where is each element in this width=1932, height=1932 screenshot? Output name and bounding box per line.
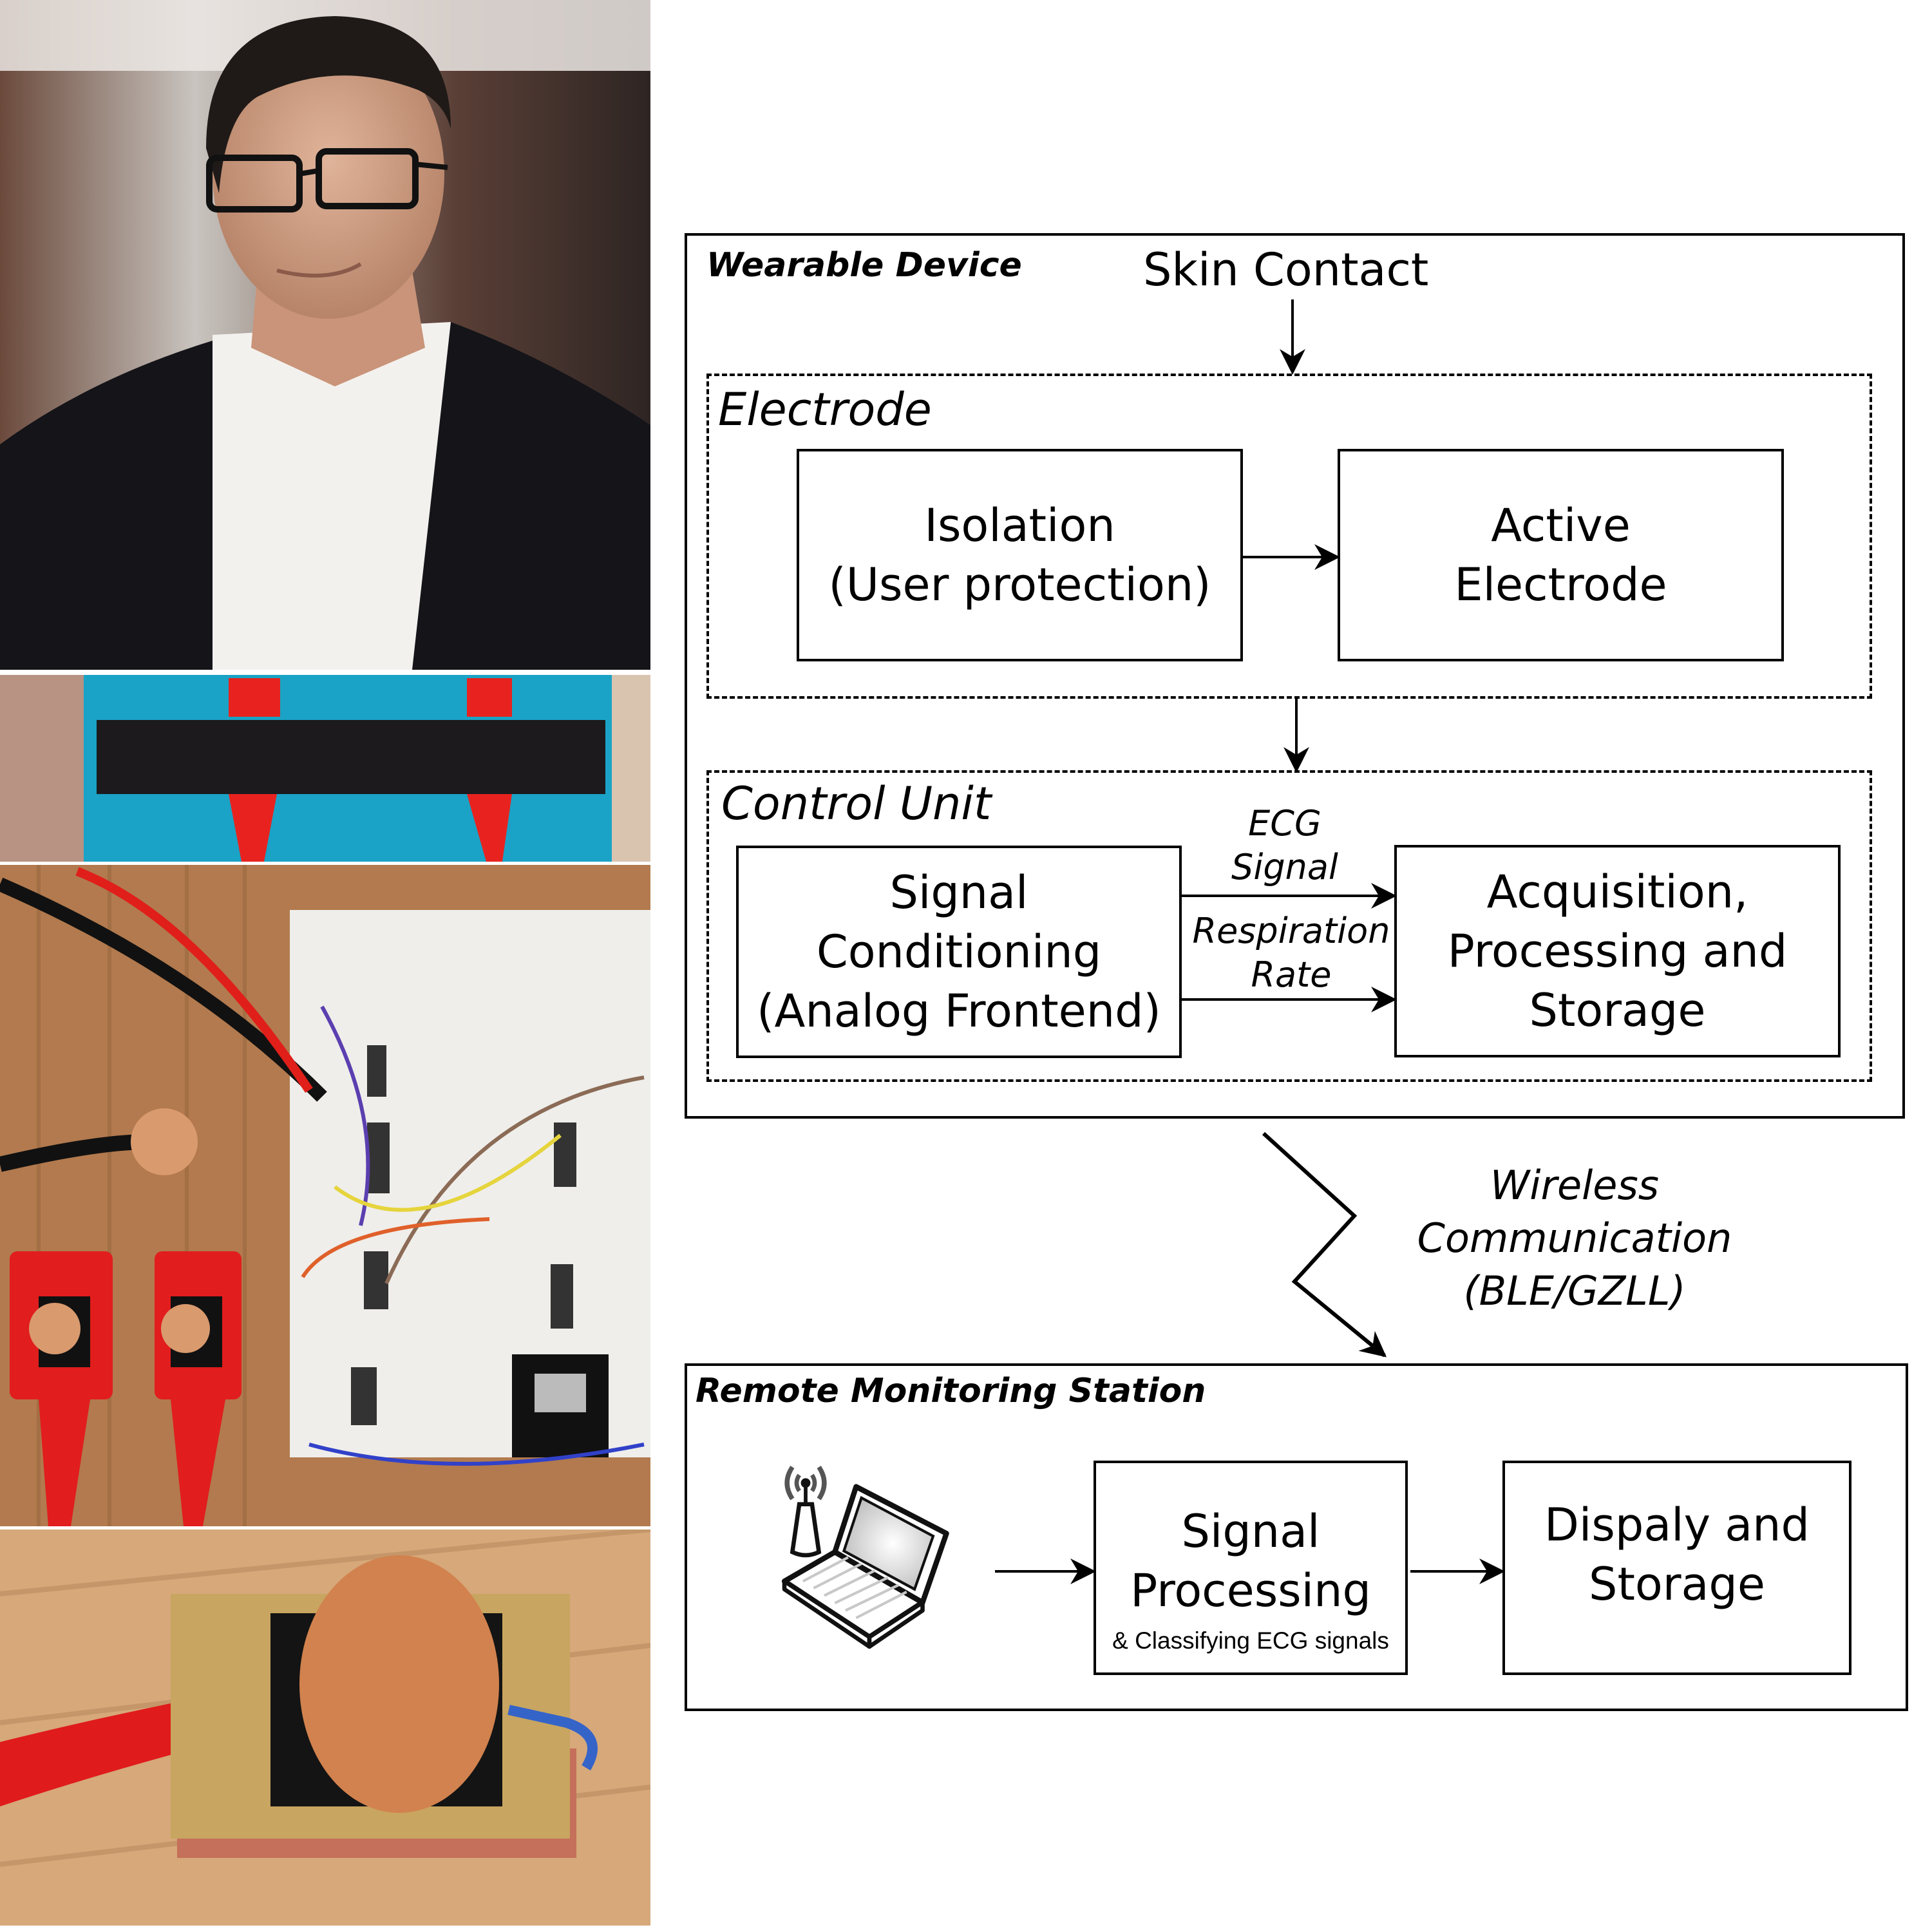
respiration-rate-line-2: Rate: [1251, 954, 1332, 995]
remote-monitoring-title: Remote Monitoring Station: [696, 1372, 1206, 1410]
active-electrode-line-2: Electrode: [1454, 558, 1667, 611]
isolation-block: Isolation (User protection): [797, 449, 1243, 661]
acquisition-line-1: Acquisition,: [1486, 866, 1748, 918]
wireless-link-arrow: [1262, 1132, 1387, 1358]
electrode-group-title: Electrode: [718, 383, 932, 436]
ecg-signal-label: ECG Signal: [1211, 802, 1359, 889]
display-storage-line-2: Storage: [1589, 1558, 1765, 1611]
signal-processing-line-1: Signal: [1181, 1505, 1320, 1558]
active-electrode-photo: [0, 1530, 650, 1926]
acquisition-line-3: Storage: [1529, 984, 1706, 1037]
portrait-photo: [0, 0, 650, 670]
signal-processing-line-2: Processing: [1130, 1564, 1371, 1617]
wireless-communication-label: Wireless Communication (BLE/GZLL): [1391, 1159, 1758, 1318]
control-unit-title: Control Unit: [721, 777, 992, 830]
chest-strap-photo: [0, 675, 650, 862]
acquisition-line-2: Processing and: [1447, 925, 1788, 978]
electrode-group: [706, 374, 1872, 699]
signal-processing-block: Signal Processing & Classifying ECG sign…: [1094, 1461, 1408, 1675]
respiration-rate-line-1: Respiration: [1192, 911, 1390, 951]
display-storage-block: Dispaly and Storage: [1502, 1461, 1852, 1675]
active-electrode-block: Active Electrode: [1338, 449, 1784, 661]
ecg-signal-line-2: Signal: [1231, 847, 1338, 887]
laptop-with-antenna-icon: [763, 1433, 976, 1671]
active-electrode-line-1: Active: [1491, 499, 1631, 552]
wireless-line-3: (BLE/GZLL): [1463, 1267, 1686, 1314]
signal-conditioning-block: Signal Conditioning (Analog Frontend): [736, 846, 1182, 1058]
remote-monitoring-group: [685, 1363, 1908, 1711]
display-storage-line-1: Dispaly and: [1544, 1499, 1810, 1551]
classifying-ecg-note: & Classifying ECG signals: [1112, 1627, 1389, 1654]
wireless-line-1: Wireless: [1490, 1162, 1660, 1209]
breadboard-photo: [0, 865, 650, 1526]
wireless-line-2: Communication: [1417, 1215, 1732, 1262]
respiration-rate-label: Respiration Rate: [1185, 909, 1397, 997]
isolation-line-1: Isolation: [924, 499, 1115, 552]
wearable-device-group: [685, 233, 1905, 1119]
wearable-device-title: Wearable Device: [706, 246, 1022, 285]
acquisition-block: Acquisition, Processing and Storage: [1394, 845, 1841, 1057]
signal-conditioning-line-2: Conditioning: [816, 925, 1102, 978]
signal-conditioning-line-1: Signal: [889, 866, 1028, 919]
signal-conditioning-line-3: (Analog Frontend): [757, 985, 1161, 1037]
ecg-signal-line-1: ECG: [1248, 803, 1321, 844]
skin-contact-label: Skin Contact: [1143, 243, 1429, 296]
isolation-line-2: (User protection): [828, 558, 1211, 611]
